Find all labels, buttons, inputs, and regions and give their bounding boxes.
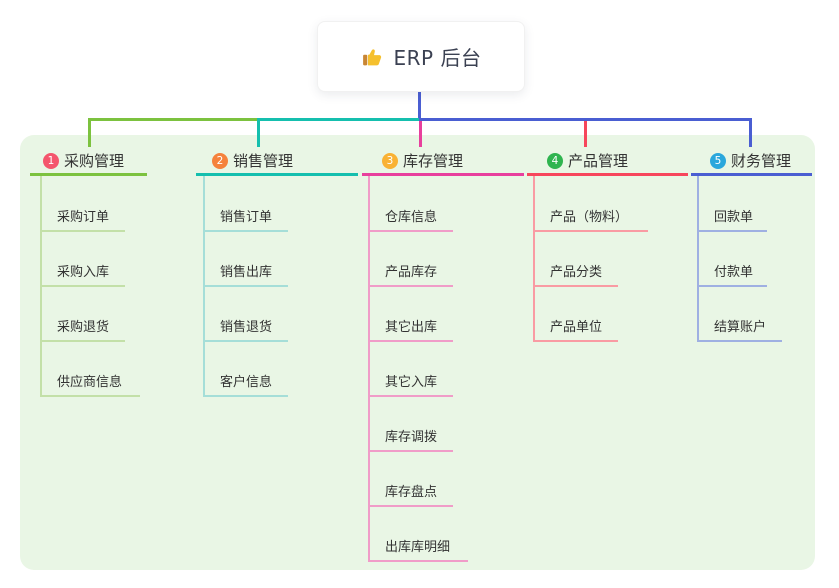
branch-underline [30,173,147,176]
sub-topic-node[interactable]: 产品（物料） [550,210,629,225]
sub-topic-underline [533,285,618,287]
sub-topic-underline [368,560,468,562]
sub-topic-underline [40,340,125,342]
branch-drop-line [88,118,91,147]
sub-topic-node[interactable]: 供应商信息 [57,375,123,390]
branch-badge: 5 [710,153,726,169]
branch-node-1[interactable]: 采购管理 [64,152,125,170]
branch-spine-line [697,176,699,342]
sub-topic-underline [40,395,140,397]
branch-node-3[interactable]: 库存管理 [403,152,464,170]
sub-topic-node[interactable]: 销售订单 [220,210,273,225]
sub-topic-node[interactable]: 回款单 [714,210,754,225]
branch-badge: 4 [547,153,563,169]
branch-spine-line [368,176,370,562]
sub-topic-node[interactable]: 库存调拨 [385,430,438,445]
sub-topic-node[interactable]: 采购订单 [57,210,110,225]
branch-drop-line [584,121,587,147]
sub-topic-node[interactable]: 采购入库 [57,265,110,280]
sub-topic-underline [40,285,125,287]
sub-topic-underline [40,230,125,232]
branch-badge: 2 [212,153,228,169]
sub-topic-underline [368,505,453,507]
sub-topic-node[interactable]: 销售退货 [220,320,273,335]
branch-node-4[interactable]: 产品管理 [568,152,629,170]
sub-topic-node[interactable]: 仓库信息 [385,210,438,225]
thumbs-up-icon [361,45,384,68]
sub-topic-underline [368,285,453,287]
sub-topic-underline [203,230,288,232]
sub-topic-node[interactable]: 其它入库 [385,375,438,390]
sub-topic-node[interactable]: 销售出库 [220,265,273,280]
branch-drop-line [749,118,752,147]
sub-topic-underline [533,340,618,342]
sub-topic-underline [697,230,767,232]
rail-segment-right [419,118,752,121]
root-connector-line [418,90,421,121]
sub-topic-node[interactable]: 其它出库 [385,320,438,335]
sub-topic-node[interactable]: 出库库明细 [385,540,451,555]
sub-topic-underline [368,450,453,452]
branch-badge: 1 [43,153,59,169]
rail-segment-left [88,118,260,121]
branch-drop-line [419,121,422,147]
branch-underline [196,173,358,176]
sub-topic-node[interactable]: 付款单 [714,265,754,280]
mindmap-panel [20,135,815,570]
sub-topic-underline [697,340,782,342]
branch-spine-line [533,176,535,342]
sub-topic-node[interactable]: 产品单位 [550,320,603,335]
sub-topic-node[interactable]: 产品分类 [550,265,603,280]
sub-topic-node[interactable]: 库存盘点 [385,485,438,500]
sub-topic-underline [203,340,288,342]
branch-underline [527,173,688,176]
sub-topic-node[interactable]: 结算账户 [714,320,767,335]
branch-underline [362,173,524,176]
sub-topic-underline [697,285,767,287]
root-node[interactable]: ERP 后台 [317,21,525,92]
branch-node-2[interactable]: 销售管理 [233,152,294,170]
sub-topic-node[interactable]: 客户信息 [220,375,273,390]
branch-underline [691,173,812,176]
sub-topic-underline [368,395,453,397]
sub-topic-underline [368,230,453,232]
sub-topic-node[interactable]: 采购退货 [57,320,110,335]
sub-topic-node[interactable]: 产品库存 [385,265,438,280]
branch-drop-line [257,118,260,147]
sub-topic-underline [203,285,288,287]
root-node-label: ERP 后台 [393,46,482,70]
sub-topic-underline [203,395,288,397]
sub-topic-underline [533,230,648,232]
branch-badge: 3 [382,153,398,169]
branch-node-5[interactable]: 财务管理 [731,152,792,170]
sub-topic-underline [368,340,453,342]
rail-segment-middle [257,118,421,121]
